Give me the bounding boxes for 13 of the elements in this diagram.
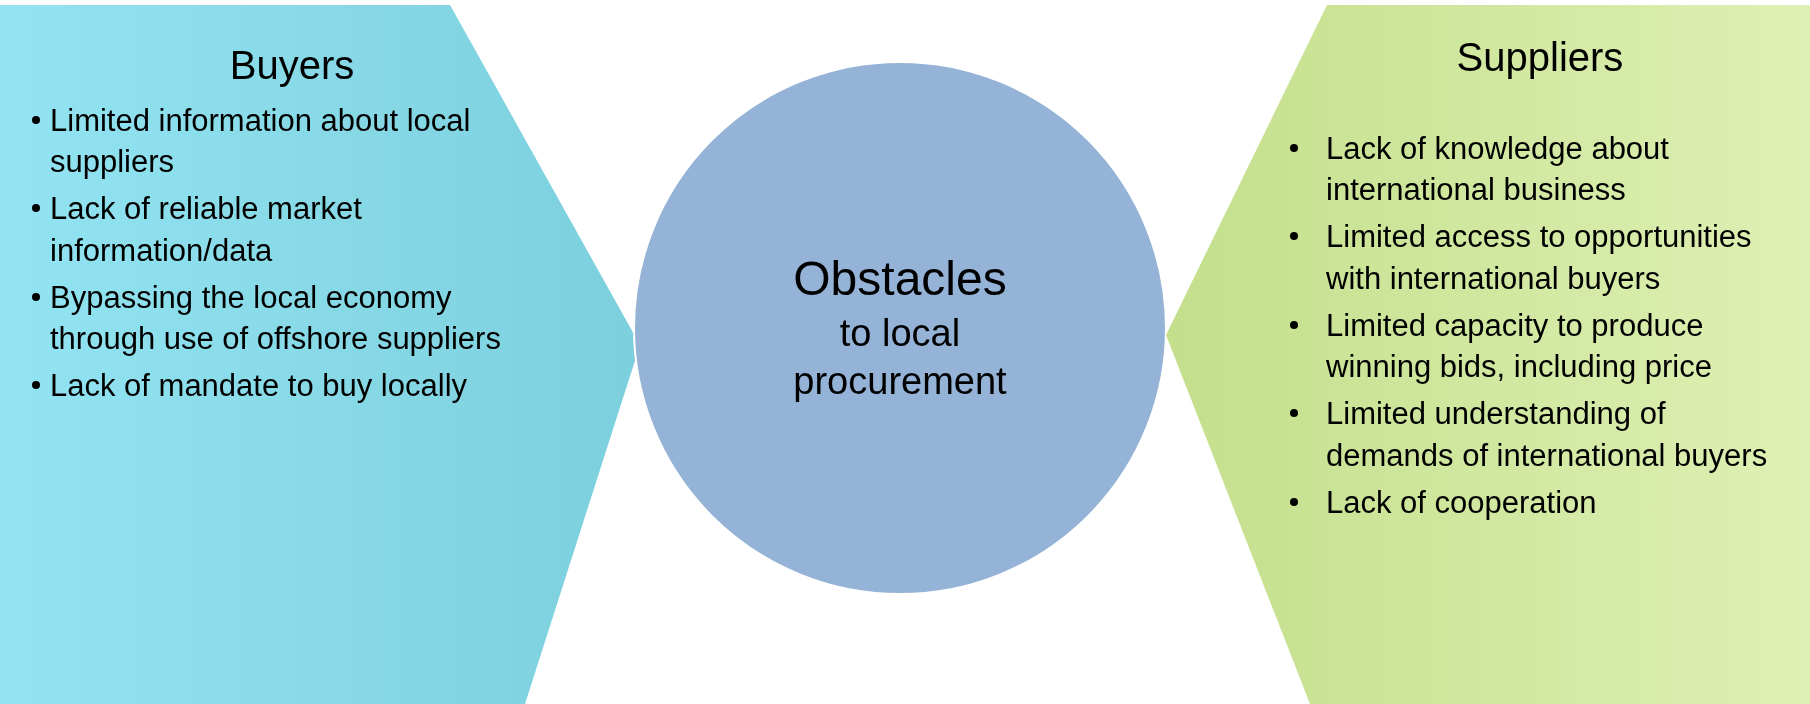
circle-subtitle: to local procurement — [792, 311, 1008, 404]
bullet-text: Bypassing the local economy through use of offshore suppliers — [50, 278, 502, 359]
panel-heading: Suppliers — [1455, 35, 1625, 80]
circle-title: Obstacles — [793, 251, 1007, 306]
panel-heading: Buyers — [228, 43, 356, 88]
bullet-text: Lack of reliable market information/data — [50, 190, 363, 270]
bullet-text: Limited capacity to produce winning bids, including price — [1326, 306, 1713, 387]
bullet-text: Lack of knowledge about international business — [1326, 130, 1670, 210]
bullet-text: Lack of cooperation — [1326, 483, 1597, 522]
bullet-text: Limited understanding of demands of international buyers — [1326, 395, 1769, 475]
bullet-text: Lack of mandate to buy locally — [50, 367, 468, 406]
bullet-text: Limited information about local suppliers — [50, 102, 472, 182]
bullet-text: Limited access to opportunities with international buyers — [1326, 218, 1753, 298]
